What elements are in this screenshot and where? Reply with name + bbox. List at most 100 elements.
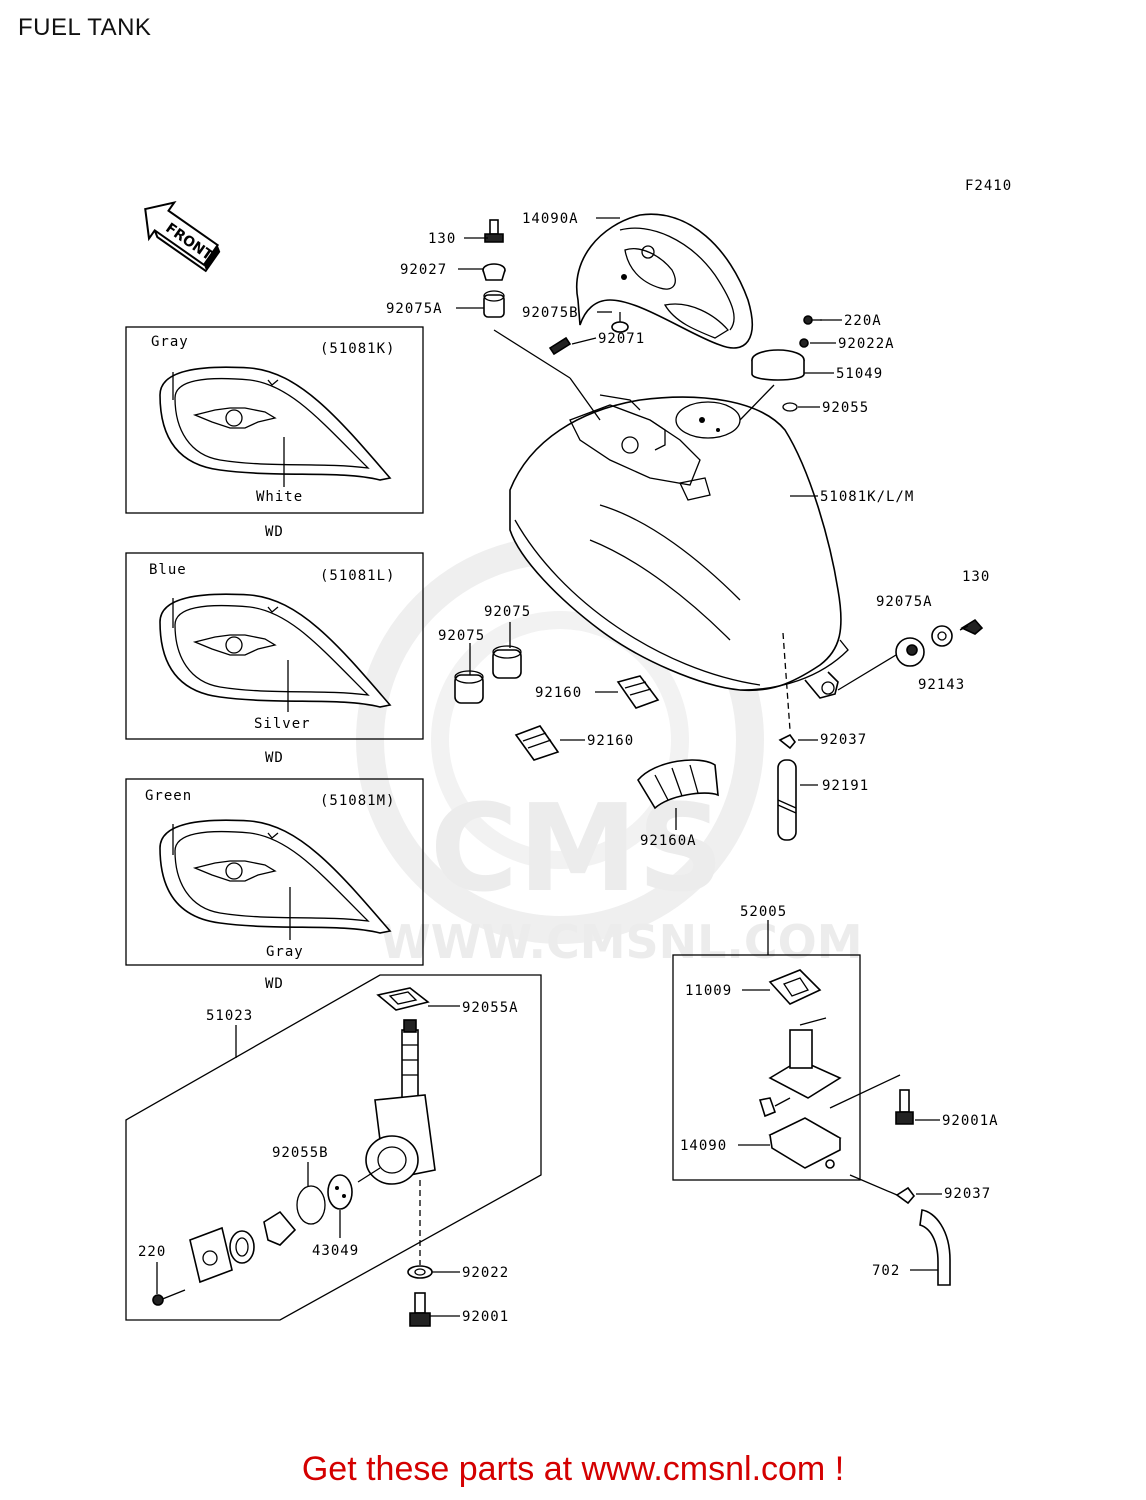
- bolt-92001a-icon: [895, 1089, 914, 1125]
- variant-color: Green: [145, 788, 192, 804]
- bolt-130-right-icon: [959, 618, 984, 635]
- variant-market: WD: [265, 524, 284, 540]
- part-label: 92055: [822, 400, 869, 416]
- plate-icon: [189, 1226, 233, 1284]
- part-label: 92001A: [942, 1113, 999, 1129]
- collar-92143-icon: [931, 625, 953, 647]
- lever-icon: [263, 1210, 297, 1246]
- part-label: 130: [428, 231, 456, 247]
- part-label: 92037: [944, 1186, 991, 1202]
- part-label: 51023: [206, 1008, 253, 1024]
- damper-92075-right-icon: [492, 645, 522, 679]
- fuel-valve-51023-icon: [365, 1019, 436, 1185]
- gasket-43049-icon: [327, 1174, 353, 1210]
- part-label: 92037: [820, 732, 867, 748]
- part-label: 92027: [400, 262, 447, 278]
- part-label: 14090: [680, 1138, 727, 1154]
- part-label: 51049: [836, 366, 883, 382]
- part-label: 92160: [587, 733, 634, 749]
- part-label: 220: [138, 1244, 166, 1260]
- tank-side-icon: [159, 593, 392, 708]
- variant-stripe: Silver: [254, 716, 311, 732]
- part-label: 14090A: [522, 211, 579, 227]
- fuel-valve-group-box: [125, 974, 542, 1321]
- collar-92027-icon: [482, 263, 506, 281]
- part-label: 43049: [312, 1243, 359, 1259]
- pin-92071-icon: [548, 336, 572, 356]
- part-label: 92143: [918, 677, 965, 693]
- part-label: 92055A: [462, 1000, 519, 1016]
- part-label: 92075A: [386, 301, 443, 317]
- figure-code: F2410: [965, 178, 1012, 194]
- watermark-url: WWW.CMSNL.COM: [380, 915, 863, 969]
- variant-color: Gray: [151, 334, 189, 350]
- part-label: 92075A: [876, 594, 933, 610]
- variant-code: (51081M): [320, 793, 395, 809]
- nut-92022a-icon: [799, 338, 809, 348]
- variant-box-m: Green (51081M) Gray WD: [125, 778, 424, 992]
- footer-promo-text: Get these parts at www.cmsnl.com !: [301, 1450, 845, 1488]
- part-label: 92191: [822, 778, 869, 794]
- washer-92022-icon: [407, 1265, 433, 1279]
- cap-51049-icon: [751, 349, 805, 381]
- variant-code: (51081K): [320, 341, 395, 357]
- fuel-pump-group-box: [672, 954, 861, 1181]
- variant-box-l: Blue (51081L) Silver WD: [125, 552, 424, 766]
- front-arrow-icon: FRONT: [144, 200, 221, 273]
- fuel-tank-drawing: [509, 394, 849, 699]
- damper-92160-b-icon: [514, 725, 560, 761]
- tank-side-icon: [159, 819, 392, 934]
- part-label: 92001: [462, 1309, 509, 1325]
- variant-market: WD: [265, 750, 284, 766]
- leader-lines: [156, 217, 942, 1317]
- screw-220a-icon: [803, 315, 822, 325]
- cmsnl-watermark: CMS WWW.CMSNL.COM: [356, 536, 863, 969]
- part-label: 92160: [535, 685, 582, 701]
- variant-code: (51081L): [320, 568, 395, 584]
- variant-color: Blue: [149, 562, 187, 578]
- clip-92037-top-icon: [778, 733, 797, 750]
- part-label: 11009: [685, 983, 732, 999]
- tank-console-drawing: [575, 213, 753, 349]
- hose-92191-icon: [777, 759, 797, 841]
- damper-92075a-top-icon: [483, 290, 505, 318]
- part-label: 92075B: [522, 305, 579, 321]
- part-label: 92071: [598, 331, 645, 347]
- variant-market: WD: [265, 976, 284, 992]
- variant-stripe: White: [256, 489, 303, 505]
- bolt-130-top-icon: [484, 219, 504, 243]
- spring-washer-icon: [229, 1230, 255, 1264]
- part-label: 220A: [844, 313, 882, 329]
- part-label: 52005: [740, 904, 787, 920]
- screw-220-icon: [152, 1289, 186, 1306]
- tank-side-icon: [159, 366, 392, 481]
- variant-stripe: Gray: [266, 944, 304, 960]
- part-label: 92022A: [838, 336, 895, 352]
- cover-14090-icon: [768, 1117, 842, 1169]
- oring-92055b-icon: [296, 1185, 326, 1225]
- damper-92160a-icon: [637, 759, 719, 810]
- part-label: 92075: [484, 604, 531, 620]
- variant-box-k: Gray (51081K) White WD: [125, 326, 424, 540]
- part-label: 92160A: [640, 833, 697, 849]
- gasket-92055a-icon: [376, 987, 430, 1011]
- damper-92075a-right-icon: [895, 637, 925, 667]
- hose-702-icon: [919, 1209, 951, 1286]
- oring-92055-icon: [782, 402, 798, 412]
- gasket-11009-icon: [768, 969, 822, 1005]
- part-label: 51081K/L/M: [820, 489, 914, 505]
- part-label: 702: [872, 1263, 900, 1279]
- bolt-92001-icon: [409, 1292, 431, 1327]
- part-label: 92022: [462, 1265, 509, 1281]
- part-label: 130: [962, 569, 990, 585]
- damper-92075-left-icon: [454, 670, 484, 704]
- damper-92160-a-icon: [616, 675, 660, 709]
- clip-92037-bottom-icon: [895, 1186, 916, 1205]
- watermark-brand: CMS: [430, 780, 724, 919]
- part-label: 92055B: [272, 1145, 329, 1161]
- part-labels: 130 14090A 92027 92075A 92075B 92071 220…: [138, 211, 999, 1325]
- page-title: FUEL TANK: [18, 14, 152, 41]
- part-label: 92075: [438, 628, 485, 644]
- fuel-pump-52005-icon: [758, 1017, 842, 1118]
